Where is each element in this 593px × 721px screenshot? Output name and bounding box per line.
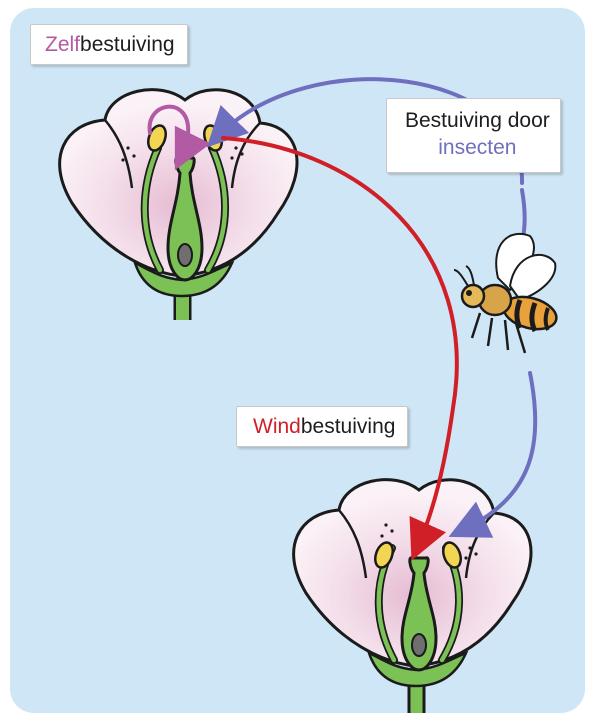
wind-pollination-label-rest: bestuiving	[301, 415, 396, 438]
wind-pollination-label: Windbestuiving	[236, 406, 408, 447]
insect-pollination-label: Bestuiving door insecten	[386, 98, 561, 173]
flower-top-icon	[60, 90, 297, 320]
bee-icon	[454, 234, 560, 353]
flower-bottom-icon	[294, 480, 531, 713]
self-pollination-label-highlight: Zelf	[45, 33, 80, 56]
diagram-panel: Zelfbestuiving Bestuiving door insecten …	[10, 8, 585, 713]
insect-pollination-label-line1: Bestuiving door	[405, 107, 550, 134]
self-pollination-label-rest: bestuiving	[80, 33, 175, 56]
insect-pollination-label-line2: insecten	[405, 134, 550, 161]
self-pollination-label: Zelfbestuiving	[30, 24, 188, 65]
wind-pollination-label-highlight: Wind	[253, 415, 301, 438]
